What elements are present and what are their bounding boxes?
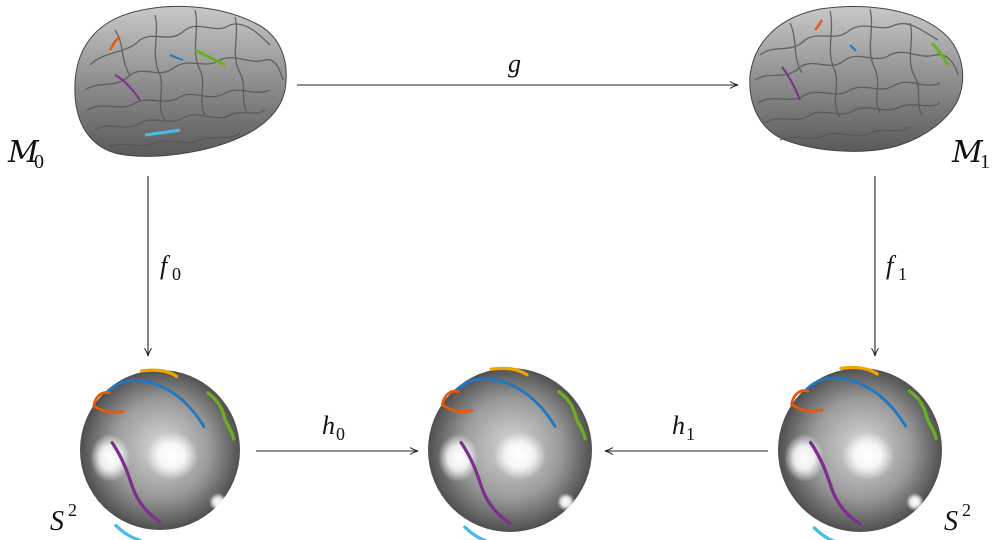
sphere-middle [428,366,592,540]
label-h0-sub: 0 [336,424,345,444]
brain-m1-surface [749,6,964,152]
label-s2-right-sup: 2 [962,500,971,520]
brain-m0-surface [74,5,287,157]
sphere-right [778,365,942,540]
label-f0-sub: 0 [172,264,181,284]
sphere-left [80,368,240,540]
label-s2-right-base: S [944,506,958,537]
label-m0-base: M [7,135,40,170]
label-f1-sub: 1 [898,264,907,284]
label-f1-base: f [886,251,897,280]
label-m0-sub: 0 [34,151,44,173]
label-m1: M 1 [951,135,990,173]
label-h1-sub: 1 [686,424,695,444]
label-f0: f 0 [160,251,181,284]
label-f0-base: f [160,251,171,280]
label-m0: M 0 [7,135,44,173]
label-s2-left: S 2 [50,500,77,537]
label-h0: h 0 [322,411,345,444]
label-g: g [508,49,521,78]
label-h1: h 1 [672,411,695,444]
label-s2-right: S 2 [944,500,971,537]
label-m1-base: M [951,135,984,170]
label-m1-sub: 1 [980,151,990,173]
label-s2-left-sup: 2 [68,500,77,520]
label-s2-left-base: S [50,506,64,537]
label-h1-base: h [672,411,685,440]
label-h0-base: h [322,411,335,440]
label-f1: f 1 [886,251,907,284]
